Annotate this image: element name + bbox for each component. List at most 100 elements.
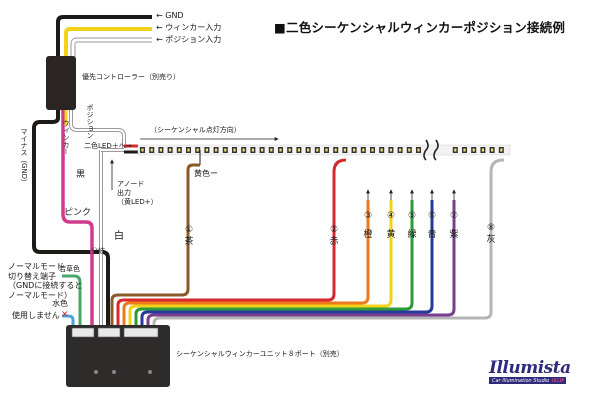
winker-input-label: ← ウィンカー入力 (156, 23, 222, 32)
led-chip-lens (159, 148, 162, 152)
led-chip-lens (472, 148, 475, 152)
port1-name: 茶 (184, 237, 194, 247)
led-chip-lens (371, 148, 374, 152)
port1-label: ① 茶 (183, 226, 195, 247)
strip-break-mark (433, 139, 439, 161)
diagram-title: ■二色シーケンシャルウィンカーポジション接続例 (274, 20, 566, 35)
logo-sub-accent: ｲﾙﾐｽﾀ (550, 378, 564, 384)
port4-name: 黄 (386, 230, 396, 240)
unit-connector-mid (97, 327, 121, 338)
port7-label: ⑦ 紫 (448, 212, 460, 240)
port6-num: ⑥ (427, 211, 437, 221)
position-input-wire (70, 37, 152, 58)
led-chip-lens (215, 148, 218, 152)
led-chip-lens (279, 148, 282, 152)
led-chip-lens (417, 148, 420, 152)
port6-blue-wire (140, 200, 434, 325)
port8-num: ⑧ (486, 223, 496, 233)
light-blue-label: 水色 (52, 299, 68, 308)
port8-label: ⑧ 灰 (485, 224, 497, 245)
black-gnd-wire (32, 110, 110, 325)
port4-label: ④ 黄 (385, 212, 397, 240)
gnd-input-wire (56, 15, 152, 58)
unit-screw-1 (94, 370, 98, 374)
led-chip-lens (325, 148, 328, 152)
unit-connector-left (71, 327, 95, 338)
led-chip-lens (343, 148, 346, 152)
anode-label: アノード 出力 （黄LED+） (117, 180, 158, 206)
led-chip-lens (297, 148, 300, 152)
direction-label: （シーケンシャル点灯方向） (150, 126, 241, 134)
port4-yellow-wire (128, 200, 393, 325)
led-chip-lens (399, 148, 402, 152)
led-chip-lens (270, 148, 273, 152)
light-blue-unused-wire (62, 314, 75, 325)
led-chip-lens (463, 148, 466, 152)
illumista-logo: Illumista Car Illumination Studio ｲﾙﾐｽﾀ (489, 358, 585, 384)
pink-wire-label: ピンク (64, 208, 92, 218)
port6-label: ⑥ 青 (426, 212, 438, 240)
led-chip-lens (233, 148, 236, 152)
winker-input-wire (64, 27, 152, 58)
led-chip-lens (242, 148, 245, 152)
led-chip-lens (454, 148, 457, 152)
position-input-label: ← ポジション入力 (156, 35, 222, 44)
port2-name: 赤 (329, 237, 339, 247)
pink-winker-wire (61, 110, 94, 325)
winker-wire-label: ウィンカー (62, 120, 70, 155)
led-chip-lens (224, 148, 227, 152)
unused-label: 使用しません (12, 311, 60, 320)
port3-num: ③ (363, 211, 373, 221)
controller-label: 優先コントローラー（別売り） (82, 73, 180, 81)
port7-num: ⑦ (449, 211, 459, 221)
yellow-minus-label: 黄色ー (194, 169, 218, 178)
led-chip-lens (251, 148, 254, 152)
led-chip-lens (380, 148, 383, 152)
logo-main-text: Illumista (489, 358, 571, 378)
led-chip-lens (353, 148, 356, 152)
port8-gray-wire (152, 158, 504, 325)
port-up-arrows (366, 189, 456, 200)
led-chip-lens (261, 148, 264, 152)
light-green-mode-wire (62, 274, 82, 325)
led-chip-lens (389, 148, 392, 152)
white-wire-label: 白 (114, 231, 124, 242)
unit-connector-right (123, 327, 159, 338)
port2-red-wire (116, 158, 347, 325)
logo-sub-text: Car Illumination Studio ｲﾙﾐｽﾀ (489, 377, 567, 384)
port5-label: ⑤ 緑 (406, 212, 418, 240)
port7-name: 紫 (449, 230, 459, 240)
led-chip-lens (362, 148, 365, 152)
unused-x-mark: ✕ (61, 310, 69, 320)
port3-orange-wire (122, 200, 370, 325)
port5-green-wire (134, 200, 414, 325)
led-chip-lens (316, 148, 319, 152)
led-chip-lens (187, 148, 190, 152)
minus-gnd-label: マイナス（GND） (20, 128, 28, 187)
port6-name: 青 (427, 230, 437, 240)
unit-label: シーケンシャルウィンカーユニット８ポート（別売） (176, 350, 344, 358)
port5-name: 緑 (407, 230, 417, 240)
led-chip-lens (141, 148, 144, 152)
led-chip-lens (491, 148, 494, 152)
led-chip-lens (169, 148, 172, 152)
unit-screw-3 (148, 370, 152, 374)
black-wire-label: 黒 (76, 170, 86, 180)
led-chip-lens (481, 148, 484, 152)
gnd-input-label: ← GND (156, 11, 184, 20)
position-wire-label: ポジション (86, 104, 94, 139)
port7-purple-wire (146, 200, 456, 325)
led-chip-lens (178, 148, 181, 152)
port4-num: ④ (386, 211, 396, 221)
port8-name: 灰 (486, 235, 496, 245)
branch-label: 分岐 (91, 247, 105, 255)
led-chip-lens (196, 148, 199, 152)
led-chip-lens (288, 148, 291, 152)
led-chip-lens (150, 148, 153, 152)
priority-controller (46, 56, 76, 110)
light-green-label: 若草色 (59, 265, 80, 273)
led-chip-lens (205, 148, 208, 152)
port3-label: ③ 橙 (362, 212, 374, 240)
